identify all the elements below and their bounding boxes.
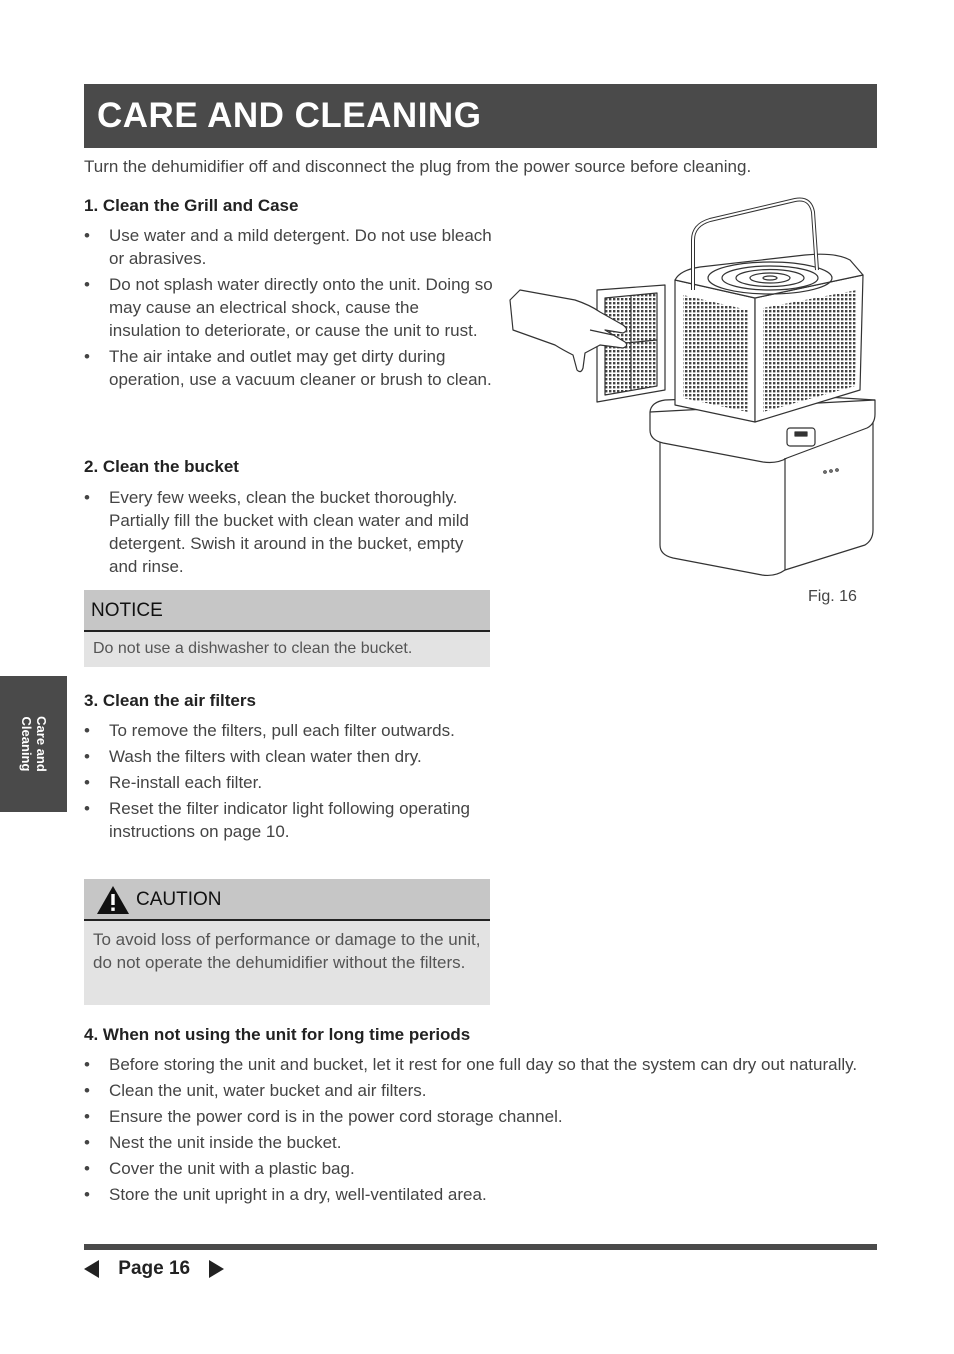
figure-caption: Fig. 16 [808,588,857,605]
warning-triangle-icon [97,886,129,914]
footer-rule [84,1244,877,1250]
section-list-filters: To remove the filters, pull each filter … [84,719,494,846]
page-title: CARE AND CLEANING [97,96,482,135]
list-item: The air intake and outlet may get dirty … [84,345,494,391]
list-item: To remove the filters, pull each filter … [84,719,494,742]
caution-title: CAUTION [136,889,222,910]
next-page-icon[interactable] [209,1260,225,1278]
list-item: Re-install each filter. [84,771,494,794]
section-list-storage: Before storing the unit and bucket, let … [84,1053,879,1209]
previous-page-icon[interactable] [84,1260,99,1278]
notice-box: NOTICE Do not use a dishwasher to clean … [84,590,490,667]
section-title-bucket: 2. Clean the bucket [84,457,239,476]
list-item: Before storing the unit and bucket, let … [84,1053,879,1076]
footer-nav: Page 16 [84,1258,225,1280]
section-list-bucket: Every few weeks, clean the bucket thorou… [84,486,494,581]
list-item: Reset the filter indicator light followi… [84,797,494,843]
list-item: Do not splash water directly onto the un… [84,273,494,342]
section-title-grill: 1. Clean the Grill and Case [84,196,299,215]
notice-header: NOTICE [84,590,490,632]
section-title-storage: 4. When not using the unit for long time… [84,1025,471,1044]
notice-text: Do not use a dishwasher to clean the buc… [93,640,413,657]
dehumidifier-illustration [509,197,876,577]
list-item: Every few weeks, clean the bucket thorou… [84,486,494,578]
list-item: Nest the unit inside the bucket. [84,1131,879,1154]
intro-text: Turn the dehumidifier off and disconnect… [84,157,752,176]
list-item: Ensure the power cord is in the power co… [84,1105,879,1128]
list-item: Cover the unit with a plastic bag. [84,1157,879,1180]
caution-box: CAUTION To avoid loss of performance or … [84,879,490,1005]
list-item: Store the unit upright in a dry, well-ve… [84,1183,879,1206]
list-item: Clean the unit, water bucket and air fil… [84,1079,879,1102]
notice-title: NOTICE [91,600,163,621]
list-item: Use water and a mild detergent. Do not u… [84,224,494,270]
list-item: Wash the filters with clean water then d… [84,745,494,768]
page-number: Page 16 [118,1258,191,1279]
caution-text: To avoid loss of performance or damage t… [93,930,481,972]
side-tab-label: Care and Cleaning [19,716,49,772]
header-bar: CARE AND CLEANING [84,84,877,148]
side-tab: Care and Cleaning [0,676,67,812]
section-list-grill: Use water and a mild detergent. Do not u… [84,224,494,394]
section-title-filters: 3. Clean the air filters [84,691,256,710]
caution-header: CAUTION [84,879,490,921]
